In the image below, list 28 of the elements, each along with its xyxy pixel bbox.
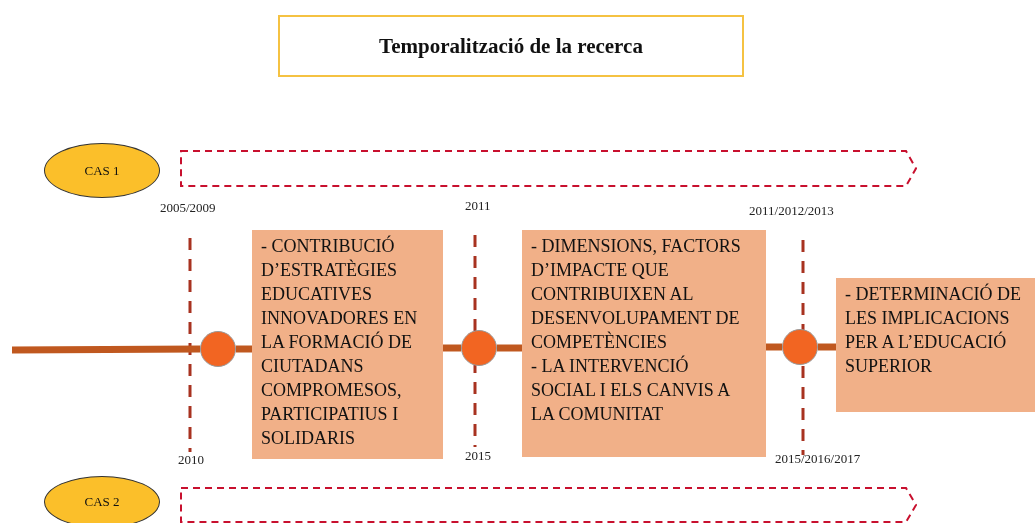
timeline-segment xyxy=(236,345,252,353)
timeline-dot xyxy=(782,329,818,365)
timeline-segment xyxy=(11,345,201,354)
timeline-segment xyxy=(497,344,522,352)
milestone-card xyxy=(522,230,766,457)
case-label: CAS 2 xyxy=(84,494,120,510)
milestone-text: - LA INTERVENCIÓ SOCIAL I ELS CANVIS A LA COMUNITAT xyxy=(531,354,731,426)
year-label: 2011/2012/2013 xyxy=(749,203,834,219)
title-box xyxy=(278,15,744,77)
year-label: 2011 xyxy=(465,198,491,214)
timeline-dot xyxy=(200,331,236,367)
milestone-card xyxy=(252,230,443,459)
dashed-chevron-band xyxy=(180,150,917,187)
milestone-card xyxy=(836,278,1035,412)
milestone-text: - DETERMINACIÓ DE LES IMPLICACIONS PER A L’EDUCACIÓ SUPERIOR xyxy=(845,282,1022,378)
year-label: 2010 xyxy=(178,452,204,468)
milestone-text: - CONTRIBUCIÓ D’ESTRATÈGIES EDUCATIVES INNOVADORES EN LA FORMACIÓ DE CIUTADANS COMPROMESOS, PARTICIPATIUS I SOLIDARIS xyxy=(261,234,419,450)
year-label: 2015 xyxy=(465,448,491,464)
title-text: Temporalització de la recerca xyxy=(379,33,643,59)
dashed-chevron-band xyxy=(180,487,917,523)
timeline-segment xyxy=(443,344,461,352)
timeline-segment xyxy=(818,343,836,351)
year-label: 2005/2009 xyxy=(160,200,216,216)
milestone-text: - DIMENSIONS, FACTORS D’IMPACTE QUE CONTRIBUIXEN AL DESENVOLUPAMENT DE COMPETÈNCIES xyxy=(531,235,742,354)
year-label: 2015/2016/2017 xyxy=(775,451,861,467)
timeline-segment xyxy=(766,343,782,351)
timeline-dot xyxy=(461,330,497,366)
case-label: CAS 1 xyxy=(84,162,120,179)
